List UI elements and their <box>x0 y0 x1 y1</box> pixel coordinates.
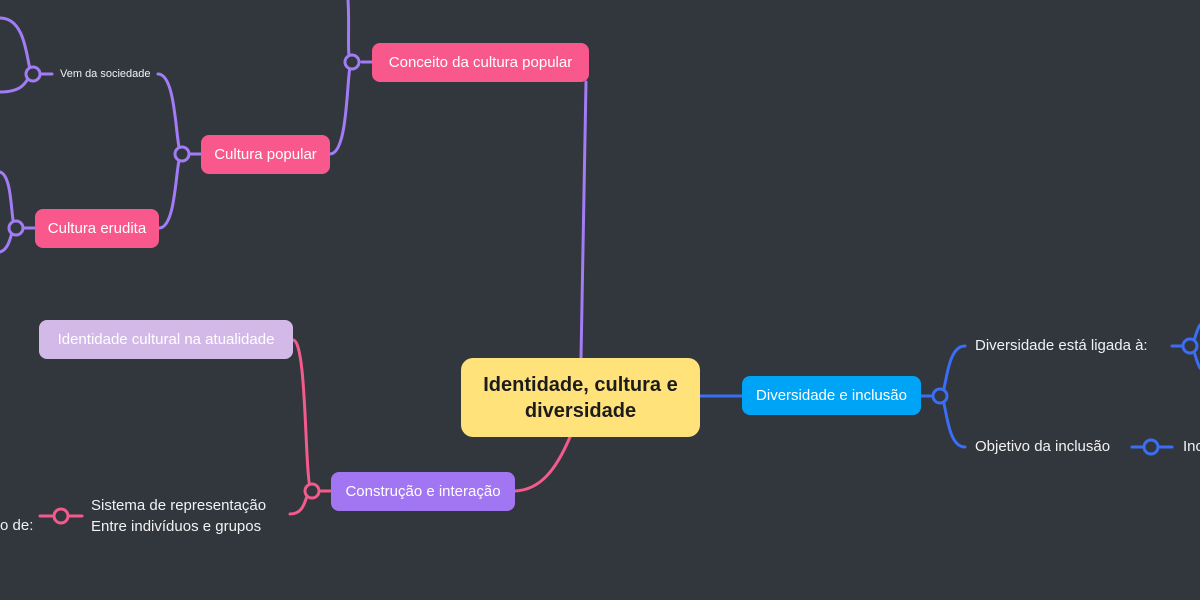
subtopic-objetivo-inclusao[interactable]: Objetivo da inclusão <box>975 438 1111 455</box>
junction-toggle[interactable] <box>343 53 361 71</box>
root-topic-label: Identidade, cultura e diversidade <box>483 373 678 422</box>
connector-hub-to-vem-sociedade <box>156 72 184 156</box>
connector-root-to-conceito <box>579 80 588 360</box>
connector-root-to-construcao <box>513 435 572 493</box>
junction-toggle[interactable] <box>7 219 25 237</box>
connector-hub-to-objetivo <box>938 394 967 449</box>
connector-hub-to-top-leaf <box>0 16 35 76</box>
junction-toggle[interactable] <box>1181 337 1199 355</box>
connector-hub-to-identidade <box>291 338 314 493</box>
junction-toggle[interactable] <box>52 507 70 525</box>
topic-cultura-popular[interactable]: Cultura popular <box>201 135 330 174</box>
subtopic-vem-da-sociedade[interactable]: Vem da sociedade <box>60 68 151 80</box>
subtopic-diversidade-ligada[interactable]: Diversidade está ligada à: <box>975 337 1148 354</box>
connector-hub-to-cultura-popular <box>328 60 354 156</box>
topic-identidade-atualidade[interactable]: Identidade cultural na atualidade <box>39 320 293 359</box>
junction-toggle[interactable] <box>1142 438 1160 456</box>
subtopic-sistema-representacao[interactable]: Sistema de representação Entre indivíduo… <box>91 495 266 537</box>
junction-toggle[interactable] <box>24 65 42 83</box>
connector-hub-to-upper-leaf <box>0 170 18 230</box>
junction-toggle[interactable] <box>173 145 191 163</box>
topic-diversidade-inclusao[interactable]: Diversidade e inclusão <box>742 376 921 415</box>
topic-cultura-erudita[interactable]: Cultura erudita <box>35 209 159 248</box>
topic-conceito-cultura-popular[interactable]: Conceito da cultura popular <box>372 43 589 82</box>
topic-label: Identidade cultural na atualidade <box>57 331 275 348</box>
connector-hub-to-top <box>346 0 354 64</box>
topic-label: Cultura erudita <box>47 220 147 237</box>
junction-circles <box>7 53 1199 525</box>
topic-label: Construção e interação <box>345 483 501 500</box>
topic-label: Conceito da cultura popular <box>388 54 573 71</box>
subtopic-cut-right[interactable]: Inc <box>1183 438 1200 455</box>
connector-hub-to-cultura-erudita <box>157 152 184 230</box>
topic-label: Cultura popular <box>214 146 317 163</box>
root-topic[interactable]: Identidade, cultura e diversidade <box>461 358 700 437</box>
subtopic-line: Sistema de representação <box>91 497 267 514</box>
topic-construcao-interacao[interactable]: Construção e interação <box>331 472 515 511</box>
junction-toggle[interactable] <box>931 387 949 405</box>
topic-label: Diversidade e inclusão <box>756 387 907 404</box>
subtopic-cut-left[interactable]: o de: <box>0 517 34 534</box>
junction-toggle[interactable] <box>303 482 321 500</box>
subtopic-line: Entre indivíduos e grupos <box>91 518 262 535</box>
